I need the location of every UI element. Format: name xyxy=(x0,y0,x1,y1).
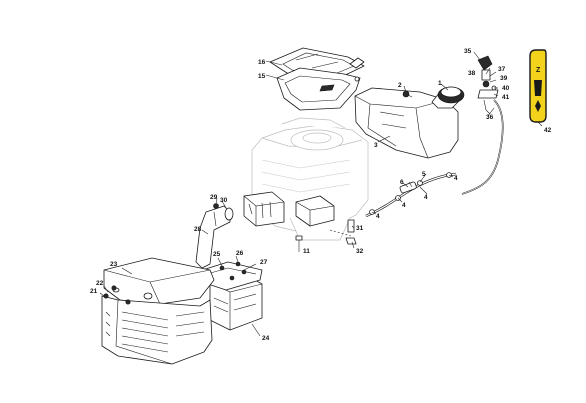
callout-3: 3 xyxy=(374,142,378,149)
drop-icon xyxy=(535,100,541,112)
callout-4-c: 4 xyxy=(402,202,406,209)
callout-25: 25 xyxy=(213,251,221,258)
callout-4-a: 4 xyxy=(454,175,458,182)
callout-40: 40 xyxy=(502,85,510,92)
section-tab: Z xyxy=(529,49,547,123)
fuel-line xyxy=(365,172,457,218)
callout-30: 30 xyxy=(220,197,228,204)
callout-2: 2 xyxy=(398,82,402,89)
callout-22: 22 xyxy=(96,280,104,287)
section-tab-letter: Z xyxy=(536,67,541,74)
heat-shield-front xyxy=(101,295,213,365)
callout-36: 36 xyxy=(486,114,494,121)
callout-41: 41 xyxy=(502,94,510,101)
callout-37: 37 xyxy=(498,66,506,73)
callout-26: 26 xyxy=(236,250,244,257)
callout-42: 42 xyxy=(544,127,552,134)
callout-labels: 16 15 2 1 3 6 5 4 4 4 4 35 37 38 39 40 4… xyxy=(90,48,552,342)
callout-27: 27 xyxy=(260,259,268,266)
callout-6: 6 xyxy=(400,179,404,186)
callout-29: 29 xyxy=(210,194,218,201)
callout-1: 1 xyxy=(438,80,442,87)
air-filter-box xyxy=(243,191,285,227)
callout-32: 32 xyxy=(356,248,364,255)
tank-bracket-tray xyxy=(276,67,361,111)
callout-5: 5 xyxy=(422,171,426,178)
callout-31: 31 xyxy=(356,225,364,232)
callout-35: 35 xyxy=(464,48,472,55)
callout-16: 16 xyxy=(258,59,266,66)
carb-block xyxy=(295,195,335,227)
heat-shield-top xyxy=(103,257,215,305)
callout-4-d: 4 xyxy=(376,213,380,220)
callout-38: 38 xyxy=(468,70,476,77)
leader-lines xyxy=(99,51,543,337)
callout-23: 23 xyxy=(110,261,118,268)
callout-39: 39 xyxy=(500,75,508,82)
callout-21: 21 xyxy=(90,288,98,295)
screw-2 xyxy=(402,90,413,98)
callout-24: 24 xyxy=(262,335,270,342)
spacer-31-32 xyxy=(329,219,357,245)
callout-11: 11 xyxy=(303,248,310,255)
tank-icon xyxy=(534,80,542,96)
callout-15: 15 xyxy=(258,73,266,80)
exhaust-pipe xyxy=(195,203,234,269)
callout-4-b: 4 xyxy=(424,194,428,201)
fuel-cap xyxy=(437,86,465,104)
bolt-11 xyxy=(295,235,303,252)
fuel-valve-assembly xyxy=(461,55,504,195)
callout-28: 28 xyxy=(194,226,202,233)
